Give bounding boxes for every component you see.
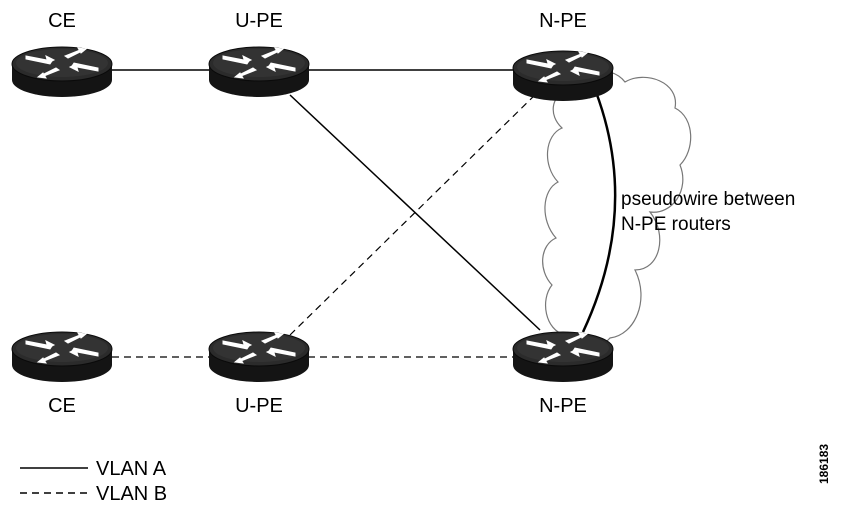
node-label-upe-top: U-PE <box>235 10 283 32</box>
router-icon <box>11 46 113 98</box>
node-label-ce-bottom: CE <box>48 395 76 417</box>
link-upe-top-npe-bottom <box>289 94 541 331</box>
cloud-icon <box>542 69 692 348</box>
pseudowire-link <box>581 91 617 333</box>
router-icon <box>208 331 310 383</box>
legend-solid-label: VLAN A <box>96 458 167 480</box>
node-label-ce-top: CE <box>48 10 76 32</box>
node-label-npe-bottom: N-PE <box>539 395 587 417</box>
router-icon <box>512 331 614 383</box>
link-upe-bottom-npe-top <box>289 91 539 336</box>
node-label-upe-bottom: U-PE <box>235 395 283 417</box>
router-icon <box>512 50 614 102</box>
router-icon <box>11 331 113 383</box>
pseudowire-annotation-line1: pseudowire between <box>621 189 795 210</box>
legend-dashed-label: VLAN B <box>96 483 167 505</box>
node-label-npe-top: N-PE <box>539 10 587 32</box>
figure-id: 186183 <box>817 444 831 484</box>
pseudowire-annotation-line2: N-PE routers <box>621 214 731 235</box>
router-icon <box>208 46 310 98</box>
